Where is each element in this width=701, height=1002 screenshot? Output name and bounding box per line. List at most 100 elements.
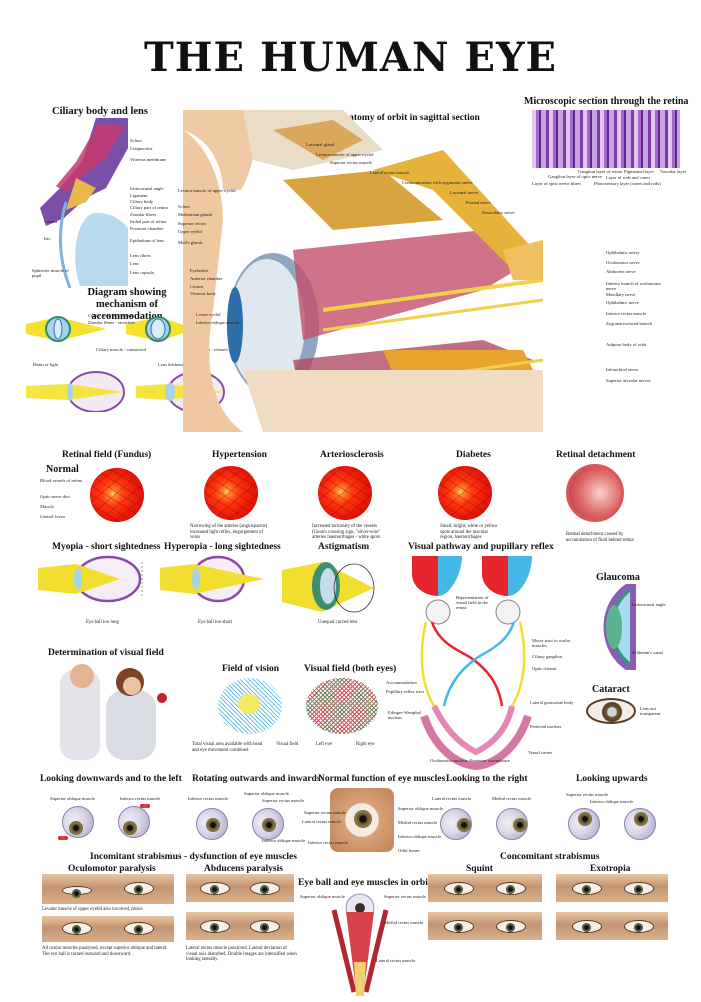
astigmatism-caption: Unequal curved lens	[318, 620, 358, 625]
muscle-label: Superior oblique muscle	[50, 796, 95, 801]
detachment-illustration	[566, 464, 624, 522]
muscles-normal-heading: Normal function of eye muscles	[318, 774, 446, 784]
orbit-left-label: Levator muscle of upper eyelid	[178, 188, 236, 193]
muscle-label: Superior rectus muscle	[262, 798, 305, 803]
retina-label: Ganglion layer of retina	[578, 169, 623, 174]
orbit-top-label: Lateral rectus muscle	[370, 170, 410, 175]
orbit-right-label: Ophthalmic artery	[606, 250, 640, 255]
cataract-label: Lens not transparent	[640, 706, 661, 717]
retina-section-image	[532, 110, 680, 168]
eyeball-illustration	[624, 808, 656, 840]
orbit-top-label: Frontal nerve	[466, 200, 491, 205]
ciliary-label: Sphincter muscle of pupil	[32, 268, 69, 279]
muscle-label: Superior oblique muscle	[300, 894, 345, 899]
muscle-label: Medial rectus muscle	[384, 920, 424, 925]
fundus-normal-label: Macula	[40, 504, 54, 509]
eyeball-illustration	[62, 806, 94, 838]
pathway-label: Visual cortex	[528, 750, 553, 755]
eyeball-illustration	[440, 808, 472, 840]
muscle-label: Inferior oblique muscle	[590, 799, 634, 804]
orbit-top-label: Lacrimal nerve	[450, 190, 478, 195]
orbit-illustration	[183, 110, 544, 432]
ciliary-label: Lens	[130, 261, 139, 266]
orbit-left-label: Upper eyelid	[178, 229, 202, 234]
accommodation-diagram	[26, 312, 226, 413]
retina-label: Photosensory layer (cones and rods)	[594, 181, 661, 186]
ciliary-illustration	[36, 118, 128, 289]
muscle-label: Inferior rectus muscle	[308, 840, 349, 845]
ciliary-label: Epithelium of lens	[130, 238, 164, 243]
ciliary-label: Ciliary body	[130, 199, 154, 204]
fundus-normal-label: Blood vessels of retina	[40, 478, 82, 483]
ciliary-label: Zonular fibres	[130, 212, 157, 217]
glaucoma-illustration	[586, 584, 636, 670]
astigmatism-heading: Astigmatism	[318, 542, 370, 552]
pathway-label: Representation of visual field in the re…	[456, 595, 489, 611]
orbit-top-label: Lacrimal gland	[306, 142, 334, 147]
ciliary-label: Iris	[44, 236, 51, 241]
pathway-heading: Visual pathway and pupillary reflex	[408, 542, 554, 552]
orbit-left-label: Meibomian glands	[178, 212, 213, 217]
muscle-label: Superior oblique muscle	[244, 791, 289, 796]
pathway-label: Lateral geniculate body	[530, 700, 574, 705]
ciliary-label: Lens fibres	[130, 253, 151, 258]
orbit-top-label: Levator muscle of upper eyelid	[316, 152, 374, 157]
orbit-left-label: Inferior oblique muscle	[196, 320, 240, 325]
muscle-label: Inferior oblique muscle	[398, 834, 442, 839]
oculomotor-caption-2: All ocular muscles paralysed, except sup…	[42, 946, 168, 957]
exotropia-photo-2	[556, 912, 668, 940]
pathway-label: Pupillary reflex tract	[386, 689, 425, 694]
pathway-label: Posterior commissure	[470, 758, 510, 763]
muscle-label: Superior rectus muscle	[304, 810, 347, 815]
hypertension-caption: Narrowing of the arteries (angiospasms) …	[190, 524, 268, 541]
ciliary-label: Vitreous membrane	[130, 157, 167, 162]
fundus-normal-heading: Normal	[46, 464, 79, 475]
oculomotor-caption-1: Levator muscle of upper eyelid also invo…	[42, 907, 143, 912]
orbit-top-label: Superior rectus muscle	[330, 160, 373, 165]
diabetes-caption: Small, bright, white or yellow spots aro…	[440, 524, 498, 541]
both-eyes-diagram	[306, 678, 378, 734]
pathway-label: Accommodation	[386, 680, 417, 685]
retina-label: Pigmented layer	[624, 169, 654, 174]
field-of-vision-diagram	[218, 678, 282, 734]
orbit-right-label: Superior alveolar nerves	[606, 378, 651, 383]
orbit-right-label: Adipose body of orbit	[606, 342, 647, 347]
orbit-left-label: Sclera	[178, 204, 190, 209]
retina-label: Vascular layer	[660, 169, 687, 174]
retina-label: Layer of rods and cones	[606, 175, 651, 180]
muscle-label: Inferior oblique muscle	[262, 838, 306, 843]
retina-label: Layer of optic nerve fibres	[532, 181, 581, 186]
muscle-label: Lateral rectus muscle	[432, 796, 472, 801]
orbit-left-label: Lower eyelid	[196, 312, 221, 317]
accommodation-heading: Diagram showing mechanism of accommodati…	[87, 287, 167, 322]
hyperopia-heading: Hyperopia - long sightedness	[164, 542, 281, 552]
accommodation-label: Zonular fibres - stretched	[88, 320, 135, 325]
ciliary-label: Ciliary part of retina	[130, 205, 168, 210]
muscle-label: Inferior rectus muscle	[188, 796, 229, 801]
exotropia-heading: Exotropia	[590, 864, 631, 874]
squint-heading: Squint	[466, 864, 493, 874]
arteriosclerosis-heading: Arteriosclerosis	[320, 450, 384, 460]
muscles-right-heading: Looking to the right	[446, 774, 528, 784]
ciliary-label: Iridocorneal angle	[130, 186, 164, 191]
oculomotor-heading: Oculomotor paralysis	[68, 864, 156, 874]
retina-label: Ganglion layer of optic nerve	[548, 174, 603, 179]
poster-title: THE HUMAN EYE	[144, 34, 557, 81]
orbit-left-label: Cornea	[190, 284, 204, 289]
muscles-down-left-heading: Looking downwards and to the left	[40, 774, 182, 784]
muscle-illustration	[58, 836, 68, 840]
orbit-muscles-illustration	[324, 892, 396, 996]
ciliary-heading: Ciliary body and lens	[52, 106, 148, 117]
muscle-label: Lateral rectus muscle	[376, 958, 416, 963]
muscle-label: Superior rectus muscle	[566, 792, 609, 797]
cataract-heading: Cataract	[592, 684, 630, 695]
ciliary-label: Sclera	[130, 138, 142, 143]
orbit-left-label: Anterior chamber	[190, 276, 223, 281]
glaucoma-heading: Glaucoma	[596, 572, 640, 583]
oculomotor-photo-1	[42, 874, 174, 904]
field-of-vision-caption: Total visual area available with head an…	[192, 742, 263, 753]
pathway-label: Oculomotor nucleus	[430, 758, 468, 763]
eyeball-illustration	[118, 806, 150, 838]
fundus-normal-label: Central fovea	[40, 514, 65, 519]
pathway-label: Pretectal nucleus	[530, 724, 562, 729]
